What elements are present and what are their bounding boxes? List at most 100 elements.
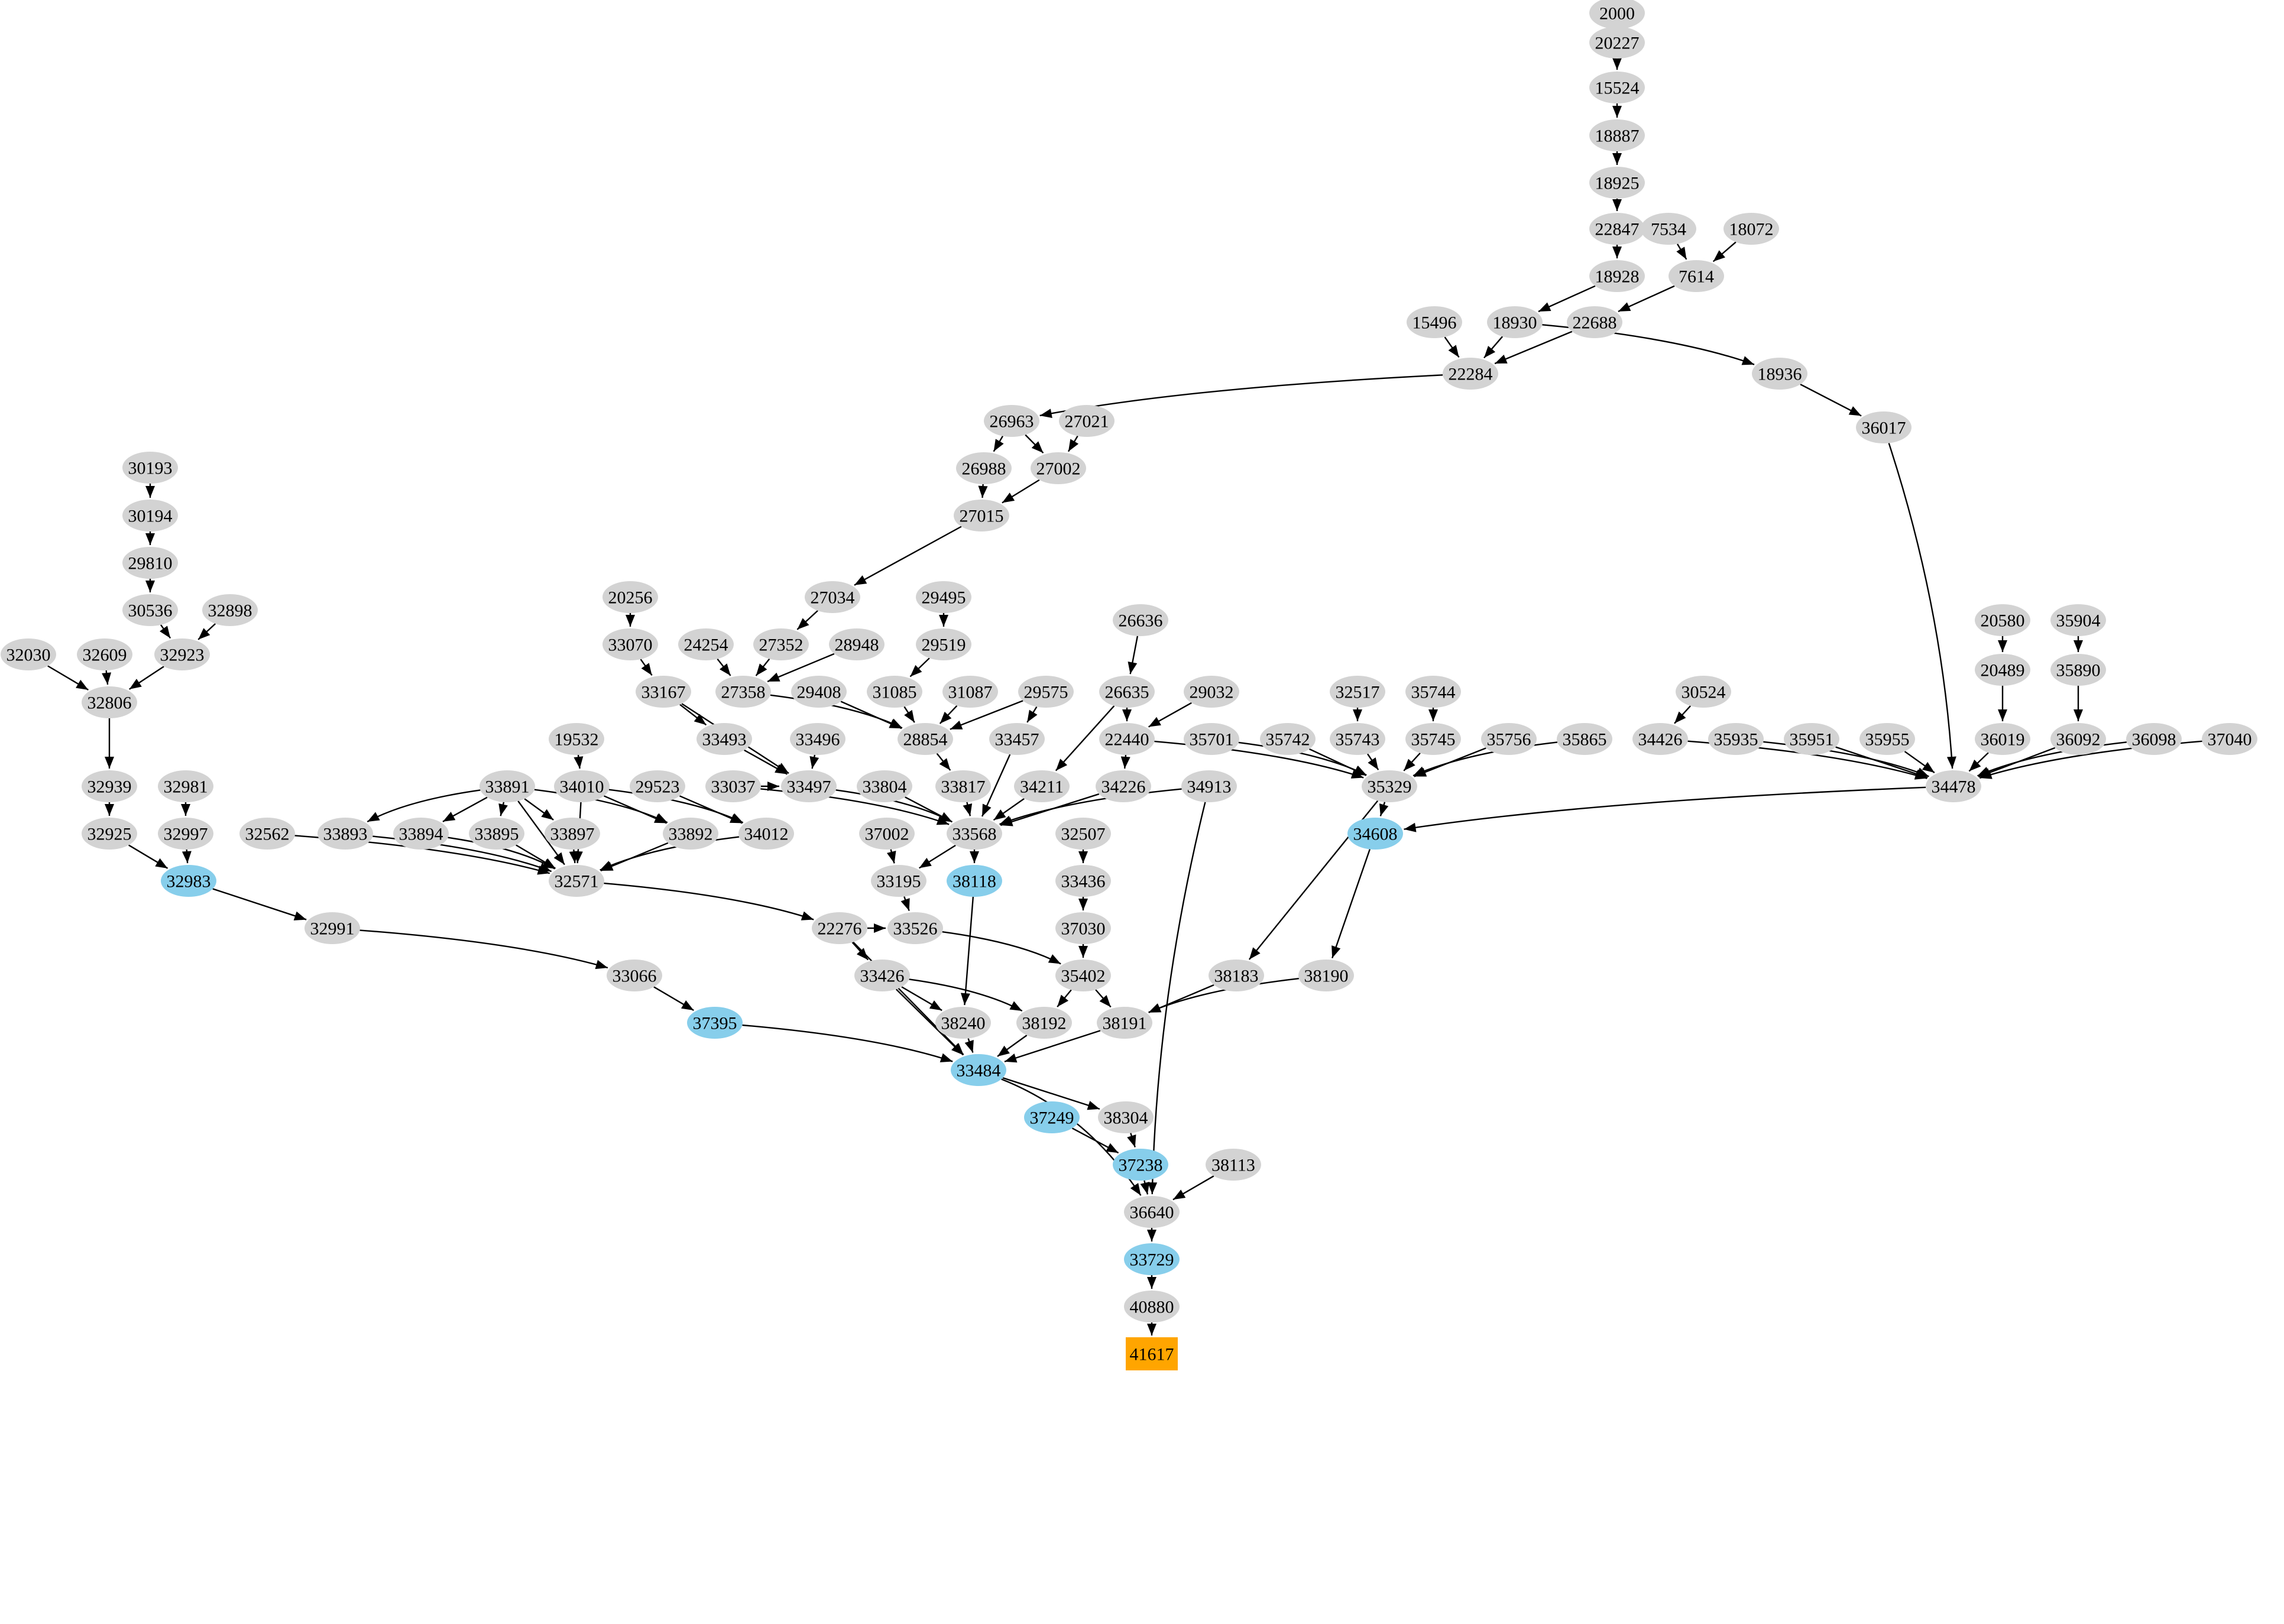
graph-node-32806[interactable]: 32806 <box>82 686 137 718</box>
graph-node-18887[interactable]: 18887 <box>1589 119 1645 151</box>
graph-node-32997[interactable]: 32997 <box>158 818 213 850</box>
node-shape[interactable] <box>956 452 1012 484</box>
graph-node-29575[interactable]: 29575 <box>1018 676 1074 708</box>
graph-node-35756[interactable]: 35756 <box>1481 723 1537 755</box>
graph-node-35744[interactable]: 35744 <box>1405 676 1461 708</box>
graph-node-18928[interactable]: 18928 <box>1589 260 1645 292</box>
node-shape[interactable] <box>1018 676 1074 708</box>
graph-node-35904[interactable]: 35904 <box>2050 604 2106 636</box>
node-shape[interactable] <box>1209 960 1264 991</box>
graph-node-32517[interactable]: 32517 <box>1330 676 1385 708</box>
node-shape[interactable] <box>1641 213 1696 245</box>
graph-node-34211[interactable]: 34211 <box>1014 770 1070 802</box>
node-shape[interactable] <box>1 638 56 670</box>
node-shape[interactable] <box>1113 604 1168 636</box>
node-shape[interactable] <box>1184 723 1239 755</box>
graph-node-27021[interactable]: 27021 <box>1059 405 1115 437</box>
node-shape[interactable] <box>989 723 1045 755</box>
graph-node-28948[interactable]: 28948 <box>829 628 885 660</box>
node-shape[interactable] <box>916 628 971 660</box>
node-shape[interactable] <box>1708 723 1764 755</box>
node-shape[interactable] <box>696 723 752 755</box>
node-shape[interactable] <box>469 818 524 850</box>
graph-node-29523[interactable]: 29523 <box>630 770 685 802</box>
node-shape[interactable] <box>202 594 258 626</box>
node-shape[interactable] <box>154 638 210 670</box>
graph-node-28854[interactable]: 28854 <box>898 723 953 755</box>
node-shape[interactable] <box>1405 676 1461 708</box>
node-shape[interactable] <box>1055 818 1111 850</box>
node-shape[interactable] <box>1481 723 1537 755</box>
graph-node-27352[interactable]: 27352 <box>753 628 809 660</box>
node-shape[interactable] <box>1589 0 1645 29</box>
node-shape[interactable] <box>1055 865 1111 897</box>
graph-node-33426[interactable]: 33426 <box>854 960 910 991</box>
graph-node-33493[interactable]: 33493 <box>696 723 752 755</box>
node-shape[interactable] <box>82 770 137 802</box>
graph-node-37249[interactable]: 37249 <box>1024 1101 1080 1133</box>
node-shape[interactable] <box>738 818 794 850</box>
node-shape[interactable] <box>871 865 926 897</box>
graph-node-24254[interactable]: 24254 <box>678 628 734 660</box>
graph-node-27358[interactable]: 27358 <box>715 676 771 708</box>
graph-node-33897[interactable]: 33897 <box>545 818 600 850</box>
graph-node-20256[interactable]: 20256 <box>602 581 658 613</box>
graph-node-36019[interactable]: 36019 <box>1975 723 2030 755</box>
node-shape[interactable] <box>887 912 943 944</box>
graph-node-38304[interactable]: 38304 <box>1098 1101 1154 1133</box>
node-shape[interactable] <box>1124 1243 1180 1275</box>
graph-node-32925[interactable]: 32925 <box>82 818 137 850</box>
graph-node-41617[interactable]: 41617 <box>1126 1337 1178 1370</box>
graph-node-15524[interactable]: 15524 <box>1589 72 1645 103</box>
node-shape[interactable] <box>916 581 971 613</box>
node-shape[interactable] <box>935 770 991 802</box>
graph-node-33892[interactable]: 33892 <box>663 818 718 850</box>
graph-node-27034[interactable]: 27034 <box>805 581 860 613</box>
node-shape[interactable] <box>1975 654 2030 686</box>
node-shape[interactable] <box>1184 676 1239 708</box>
graph-node-33891[interactable]: 33891 <box>480 770 535 802</box>
graph-node-34913[interactable]: 34913 <box>1181 770 1237 802</box>
node-shape[interactable] <box>2050 654 2106 686</box>
graph-node-33894[interactable]: 33894 <box>393 818 449 850</box>
graph-node-20489[interactable]: 20489 <box>1975 654 2030 686</box>
graph-node-18936[interactable]: 18936 <box>1752 358 1807 390</box>
node-shape[interactable] <box>122 547 178 579</box>
node-shape[interactable] <box>1589 213 1645 245</box>
graph-node-33729[interactable]: 33729 <box>1124 1243 1180 1275</box>
node-shape[interactable] <box>1099 676 1155 708</box>
graph-node-40880[interactable]: 40880 <box>1124 1291 1180 1322</box>
node-shape[interactable] <box>1347 818 1403 850</box>
node-shape[interactable] <box>1099 723 1155 755</box>
graph-node-36017[interactable]: 36017 <box>1856 411 1912 443</box>
node-shape[interactable] <box>1206 1149 1261 1181</box>
graph-node-37238[interactable]: 37238 <box>1113 1149 1168 1181</box>
node-shape[interactable] <box>636 676 691 708</box>
node-shape[interactable] <box>1124 1196 1180 1228</box>
node-shape[interactable] <box>942 676 998 708</box>
graph-node-33167[interactable]: 33167 <box>636 676 691 708</box>
node-shape[interactable] <box>1014 770 1070 802</box>
graph-node-35742[interactable]: 35742 <box>1260 723 1316 755</box>
node-shape[interactable] <box>1260 723 1316 755</box>
node-shape[interactable] <box>549 723 604 755</box>
node-shape[interactable] <box>663 818 718 850</box>
node-shape[interactable] <box>753 628 809 660</box>
node-shape[interactable] <box>82 818 137 850</box>
graph-node-20227[interactable]: 20227 <box>1589 27 1645 59</box>
graph-node-33893[interactable]: 33893 <box>318 818 373 850</box>
node-shape[interactable] <box>1181 770 1237 802</box>
node-shape[interactable] <box>1298 960 1354 991</box>
graph-node-29519[interactable]: 29519 <box>916 628 971 660</box>
graph-node-35745[interactable]: 35745 <box>1405 723 1461 755</box>
graph-node-18072[interactable]: 18072 <box>1723 213 1779 245</box>
node-shape[interactable] <box>122 500 178 531</box>
node-shape[interactable] <box>480 770 535 802</box>
node-shape[interactable] <box>161 865 216 897</box>
graph-node-38113[interactable]: 38113 <box>1206 1149 1261 1181</box>
node-shape[interactable] <box>602 628 658 660</box>
graph-node-34426[interactable]: 34426 <box>1632 723 1688 755</box>
graph-node-33496[interactable]: 33496 <box>790 723 845 755</box>
node-shape[interactable] <box>1055 912 1111 944</box>
node-shape[interactable] <box>2126 723 2182 755</box>
